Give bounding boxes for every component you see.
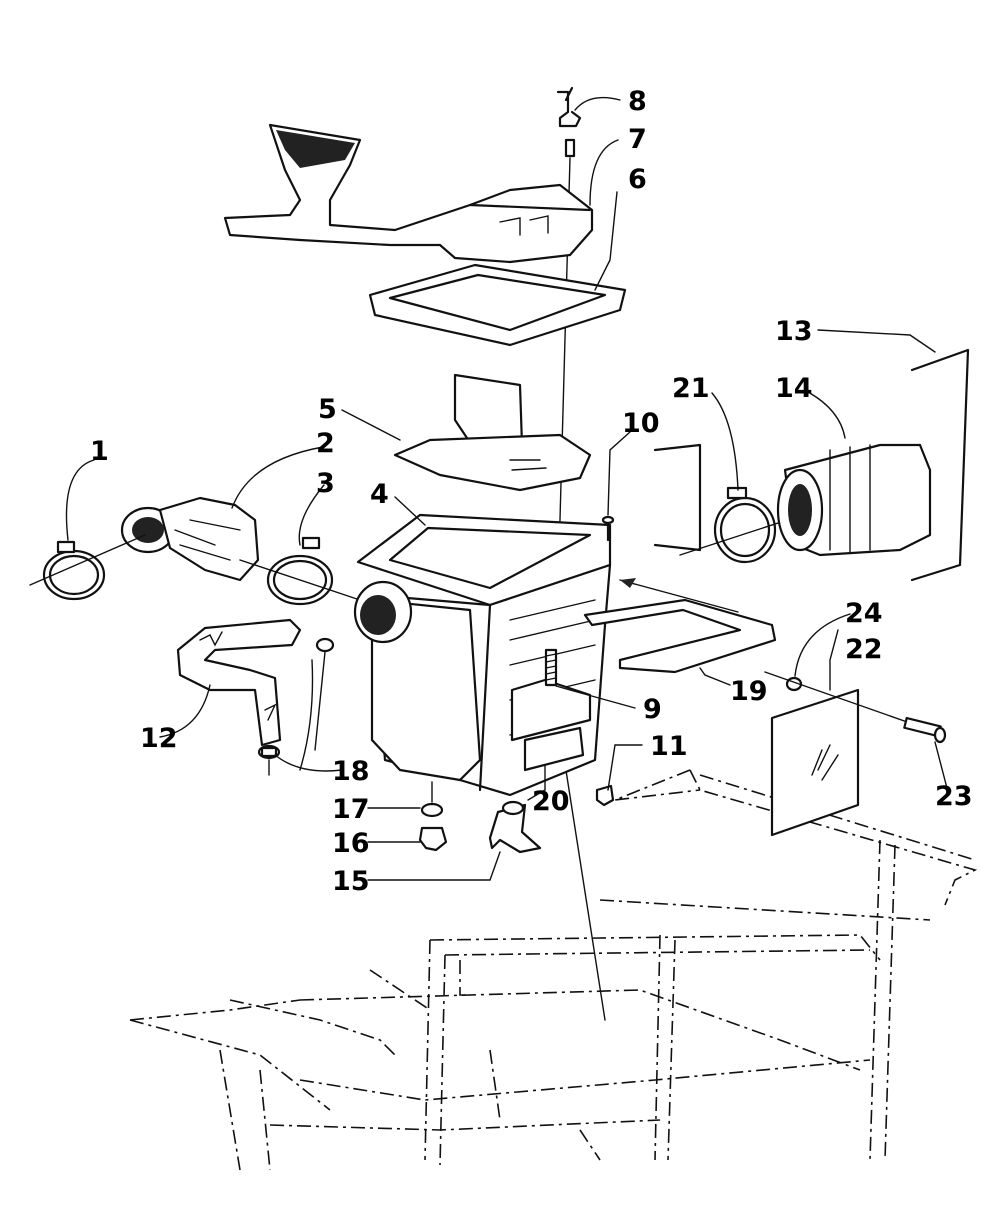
callout-5: 5: [318, 394, 337, 425]
clamp-part-21: [679, 486, 819, 564]
callout-16: 16: [332, 828, 370, 859]
callout-7: 7: [628, 124, 647, 155]
spring-part-9: [544, 648, 558, 687]
clamp-part-3: [239, 536, 361, 606]
drain-hose-part-12: [176, 618, 302, 747]
callout-11: 11: [650, 731, 688, 762]
intake-duct: [223, 123, 594, 264]
callout-13: 13: [775, 316, 813, 347]
gasket-plate-part-6: [368, 263, 627, 347]
callout-8: 8: [628, 86, 647, 117]
vehicle-frame: [129, 769, 978, 1171]
bolt-part-23: [903, 716, 947, 744]
callout-22: 22: [845, 634, 883, 665]
callout-3: 3: [316, 468, 335, 499]
callout-15: 15: [332, 866, 370, 897]
airbox-inlet: [353, 580, 413, 644]
callout-17: 17: [332, 794, 370, 825]
hose-clamp-part-18: [257, 637, 335, 776]
grommet-part-17: [420, 781, 444, 818]
callout-23: 23: [935, 781, 973, 812]
clip-part-8: [556, 86, 582, 128]
callout-19: 19: [730, 676, 768, 707]
callout-12: 12: [140, 723, 178, 754]
mount-bracket-part-15: [488, 800, 542, 854]
screw-part-10: [601, 515, 615, 542]
callout-9: 9: [643, 694, 662, 725]
callout-1: 1: [90, 436, 109, 467]
callout-24: 24: [845, 598, 883, 629]
callout-20: 20: [532, 786, 570, 817]
nut-part-11: [595, 784, 615, 807]
plug-part-16: [418, 826, 448, 852]
gasket-part-19: [583, 578, 777, 674]
callout-21: 21: [672, 373, 710, 404]
callout-10: 10: [622, 408, 660, 439]
bushing-part-24: [764, 671, 931, 731]
intake-boot-part-2: [120, 496, 260, 582]
baffle-part-5: [393, 373, 592, 492]
callout-18: 18: [332, 756, 370, 787]
callout-2: 2: [316, 428, 335, 459]
leader-lines: [65, 96, 949, 881]
callout-14: 14: [775, 373, 813, 404]
callout-labels: 1 2 3 4 5 6 7 8 9 10 11 12 13 14 15 16 1…: [90, 86, 973, 897]
clamp-part-1: [29, 534, 146, 601]
prefilter-sheet-part-13: [653, 348, 970, 582]
filter-element-part-14: [776, 443, 932, 557]
airbox-part-4: [356, 513, 612, 797]
cover-plate-part-22: [770, 688, 860, 837]
callout-4: 4: [370, 479, 389, 510]
callout-6: 6: [628, 164, 647, 195]
